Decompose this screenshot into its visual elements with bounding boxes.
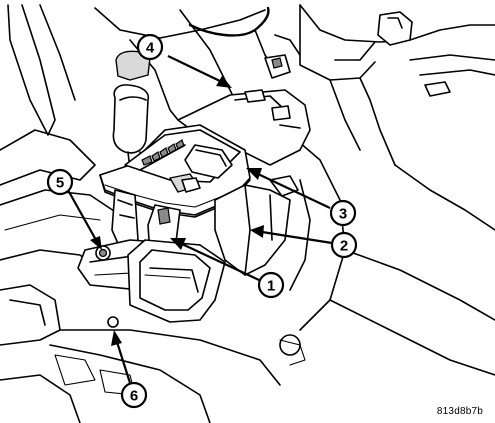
figure-code: 813d8b7b: [436, 406, 483, 417]
callout-1-label: 1: [267, 278, 275, 295]
callout-3-label: 3: [339, 206, 347, 223]
callouts: 4 5 3 2 1: [46, 33, 358, 409]
callout-6: 6: [120, 381, 148, 409]
callout-2-label: 2: [340, 238, 348, 255]
upper-trim-bezel: [177, 89, 311, 166]
shifter-bezel: [99, 124, 251, 218]
callout-6-label: 6: [130, 388, 138, 405]
wire-harness: [188, 6, 301, 79]
callout-3: 3: [329, 199, 357, 227]
fastener: [95, 245, 111, 261]
shift-lever: [112, 50, 151, 171]
callout-1: 1: [257, 271, 285, 299]
mounting-hole: [107, 316, 119, 328]
callout-5: 5: [46, 168, 74, 196]
callout-2: 2: [330, 231, 358, 259]
bin-insert: [127, 239, 226, 323]
callout-5-label: 5: [56, 175, 64, 192]
callout-4-label: 4: [146, 40, 155, 57]
callout-4: 4: [136, 33, 164, 61]
